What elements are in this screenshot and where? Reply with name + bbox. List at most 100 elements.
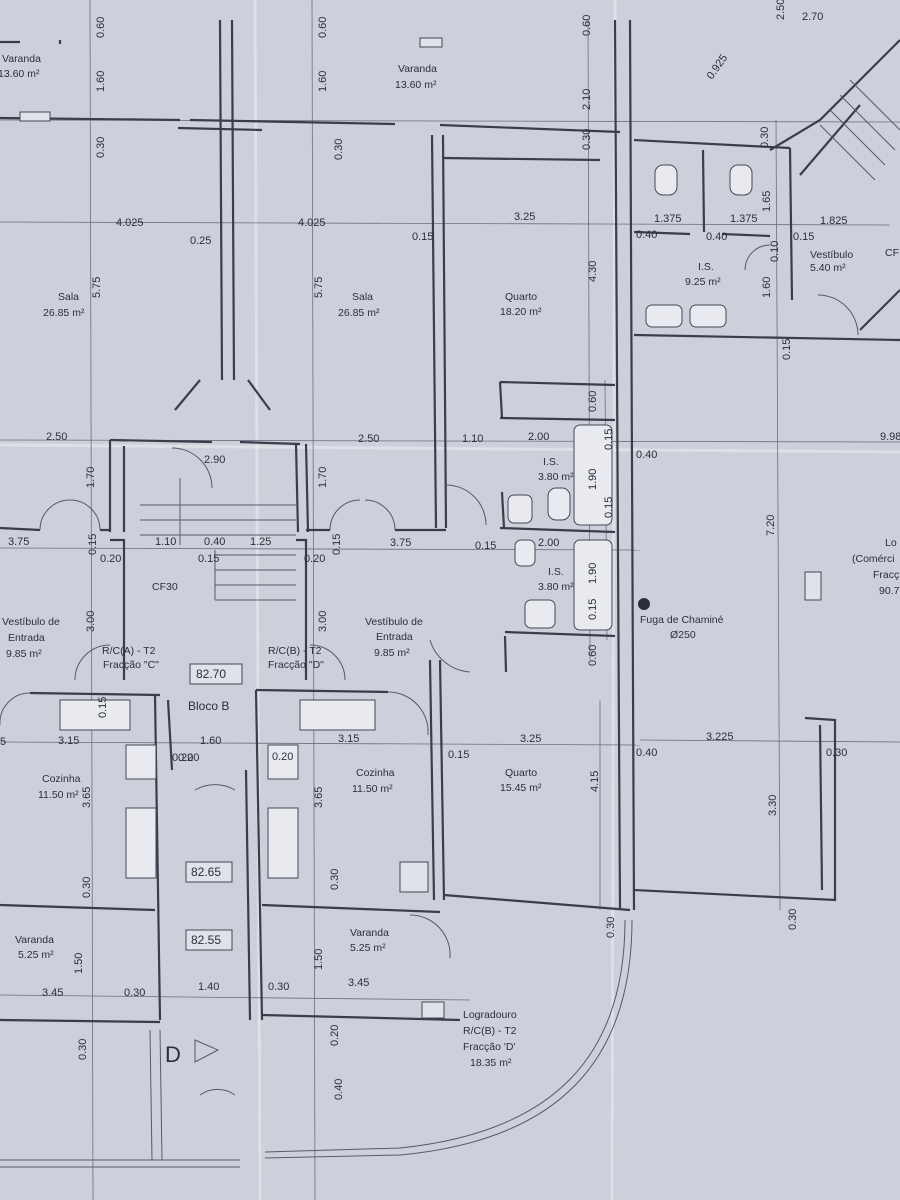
elev-box-3 (185, 929, 233, 951)
dim-text: 0.40 (636, 747, 657, 759)
dim-text: 0.40 (636, 229, 657, 241)
room-labels: Varanda 13.60 m² Varanda 13.60 m² Sala 2… (0, 53, 900, 1069)
dim-text: 2.00 (538, 537, 559, 549)
dimension-texts: 0.60 0.60 0.60 1.60 1.60 2.10 0.30 0.30 … (0, 0, 900, 1100)
dim-text: 0.30 (95, 137, 107, 158)
dim-text: 0.15 (87, 534, 99, 555)
dim-text: 2.10 (581, 89, 593, 110)
block-label: Bloco B (188, 699, 229, 713)
room-name: I.S. (543, 456, 559, 468)
dim-text: 1.90 (587, 563, 599, 584)
dim-text: 0.20 (304, 553, 325, 565)
room-name: Entrada (8, 632, 45, 644)
dim-text: 1.825 (820, 215, 848, 227)
dim-text: 1.60 (200, 735, 221, 747)
fold-crease (0, 443, 900, 454)
room-name: I.S. (698, 261, 714, 273)
room-area: 90.7 (879, 585, 900, 597)
room-area: 9.85 m² (6, 648, 42, 660)
room-name: I.S. (548, 566, 564, 578)
dim-text: 1.375 (654, 213, 682, 225)
dim-text: 0.15 (412, 231, 433, 243)
entrance-triangle (194, 1039, 220, 1063)
elev-box-1 (189, 663, 243, 685)
room-name: Varanda (15, 934, 54, 946)
dim-text: 1.60 (317, 71, 329, 92)
dim-text: 0.60 (317, 17, 329, 38)
dim-text: 0.15 (198, 553, 219, 565)
room-area: 15.45 m² (500, 782, 542, 794)
dim-text: 0.15 (475, 540, 496, 552)
dim-text: 3.45 (348, 977, 369, 989)
room-area: 26.85 m² (43, 307, 85, 319)
dim-text: 1.60 (95, 71, 107, 92)
elev-box-2 (185, 861, 233, 883)
dim-text: 0.20 (100, 553, 121, 565)
room-name: Vestíbulo de (365, 616, 423, 628)
dim-text: 1.50 (313, 949, 325, 970)
dim-text: 1.90 (587, 469, 599, 490)
dim-text: 0.60 (587, 391, 599, 412)
dim-text: 2.90 (204, 454, 225, 466)
room-area: 11.50 m² (38, 789, 79, 801)
dim-text: 0.40 (204, 536, 225, 548)
fraction-label: R/C(A) - T2 (102, 645, 156, 657)
dim-text: 3.45 (42, 987, 63, 999)
fraction-label: Fracção "C" (103, 659, 159, 671)
dim-text: 0.20 (172, 752, 193, 764)
dim-text: 1.10 (462, 433, 483, 445)
room-area: 18.35 m² (470, 1057, 512, 1069)
room-name: Vestíbulo (810, 249, 853, 261)
dim-text: 1.25 (250, 536, 271, 548)
room-area: 11.50 m² (352, 783, 393, 795)
dim-text: 9.98 (880, 431, 900, 443)
dim-text: 0.15 (448, 749, 469, 761)
dim-text: 1.50 (73, 953, 85, 974)
dim-text: 0.30 (329, 869, 341, 890)
room-area: 9.25 m² (685, 276, 721, 288)
room-name: Vestíbulo de (2, 616, 60, 628)
dim-text: 3.25 (520, 733, 541, 745)
dim-text: 0.60 (581, 15, 593, 36)
room-area: 18.20 m² (500, 306, 542, 318)
walls (0, 19, 900, 1168)
fraction-label: R/C(B) - T2 (268, 645, 322, 657)
dim-text: 0.20 (329, 1025, 341, 1046)
room-area: 3.80 m² (538, 581, 574, 593)
dim-text: 0.20 (178, 752, 199, 764)
dim-text: 3.65 (313, 787, 325, 808)
room-name: Cozinha (356, 767, 395, 779)
elevation-label: 82.65 (191, 865, 221, 879)
room-name: Fracção 'D' (463, 1041, 515, 1053)
stair-label: D (165, 1042, 181, 1067)
dim-text: 0.40 (333, 1079, 345, 1100)
dim-text: 0.15 (603, 429, 615, 450)
dim-text: 7.20 (765, 515, 777, 536)
room-name: Logradouro (463, 1009, 517, 1021)
room-name: Fracç (873, 569, 899, 581)
room-name: (Comérci (852, 553, 895, 565)
room-name: Sala (352, 291, 373, 303)
elevation-label: 82.55 (191, 933, 221, 947)
room-name: Varanda (398, 63, 437, 75)
dim-text: 1.70 (85, 467, 97, 488)
room-name: CF (885, 247, 899, 259)
room-area: 5.25 m² (350, 942, 386, 954)
dim-text: 1.60 (761, 277, 773, 298)
dim-text: 5 (0, 736, 6, 748)
room-area: 9.85 m² (374, 647, 410, 659)
room-area: 3.80 m² (538, 471, 574, 483)
dim-text: 0.30 (787, 909, 799, 930)
dim-text: 2.00 (528, 431, 549, 443)
dim-text: 0.15 (97, 697, 109, 718)
dim-text: 5.75 (313, 277, 325, 298)
chimney-diameter: Ø250 (670, 629, 696, 641)
dim-text: 3.225 (706, 731, 734, 743)
dim-text: 0.40 (706, 231, 727, 243)
room-area: 26.85 m² (338, 307, 380, 319)
dim-text: 3.65 (81, 787, 93, 808)
dim-text: 5.75 (91, 277, 103, 298)
fold-crease (610, 0, 617, 1200)
dim-text: 3.00 (85, 611, 97, 632)
chimney-label: Fuga de Chaminé (640, 614, 724, 626)
